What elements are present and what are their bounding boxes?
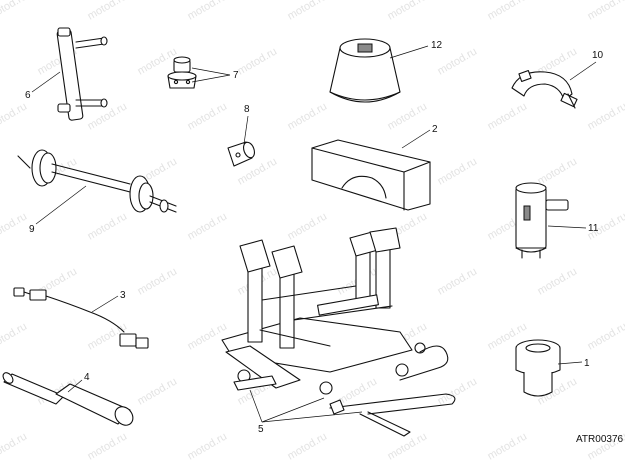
watermark-text: motod.ru (136, 265, 180, 297)
watermark-text: motod.ru (286, 100, 330, 132)
watermark-text: motod.ru (86, 100, 130, 132)
callout-2: 2 (432, 124, 438, 135)
callout-9: 9 (29, 224, 35, 235)
watermark-text: motod.ru (236, 45, 280, 77)
part-5-illustration (221, 227, 456, 437)
part-3-illustration (13, 287, 149, 349)
callout-1: 1 (584, 358, 590, 369)
watermark-text: motod.ru (86, 430, 130, 462)
callout-5: 5 (258, 424, 264, 435)
watermark-text: motod.ru (586, 320, 625, 352)
watermark-text: motod.ru (286, 430, 330, 462)
watermark-text: motod.ru (536, 265, 580, 297)
part-2-illustration (311, 139, 431, 211)
callout-7: 7 (233, 70, 239, 81)
watermark-text: motod.ru (0, 430, 29, 462)
part-11-illustration (515, 182, 569, 259)
callout-10: 10 (592, 50, 604, 61)
watermark-text: motod.ru (0, 210, 29, 242)
watermark-text: motod.ru (586, 100, 625, 132)
part-10-illustration (511, 69, 578, 109)
callout-6: 6 (25, 90, 31, 101)
watermark-text: motod.ru (186, 210, 230, 242)
watermark-text: motod.ru (386, 430, 430, 462)
figure-code: ATR00376 (576, 434, 624, 445)
watermark-text: motod.ru (0, 320, 29, 352)
part-7-illustration (167, 56, 197, 89)
part-4-illustration (2, 372, 134, 426)
callouts: 6 7 12 10 2 8 9 11 3 4 1 5 (25, 40, 604, 435)
watermark-text: motod.ru (186, 430, 230, 462)
watermark-text: motod.ru (136, 375, 180, 407)
watermark-text: motod.ru (0, 0, 29, 23)
watermark-text: motod.ru (186, 100, 230, 132)
watermark-text: motod.ru (286, 0, 330, 23)
watermark-text: motod.ru (0, 100, 29, 132)
watermark-text: motod.ru (436, 155, 480, 187)
part-8-illustration (227, 141, 255, 167)
callout-12: 12 (431, 40, 443, 51)
leader-lines (31, 45, 597, 423)
callout-11: 11 (588, 223, 599, 234)
callout-4: 4 (84, 372, 90, 383)
part-1-illustration (515, 339, 561, 397)
watermark-text: motod.ru (386, 100, 430, 132)
watermark-text: motod.ru (486, 430, 530, 462)
callout-3: 3 (120, 290, 126, 301)
watermark-text: motod.ru (86, 0, 130, 23)
part-12-illustration (329, 38, 401, 103)
watermark-text: motod.ru (86, 210, 130, 242)
watermark-text: motod.ru (436, 375, 480, 407)
watermark-text: motod.ru (286, 210, 330, 242)
part-6-illustration (56, 27, 108, 121)
watermark-text: motod.ru (486, 100, 530, 132)
watermark-text: motod.ru (436, 265, 480, 297)
watermark-text: motod.ru (186, 0, 230, 23)
callout-8: 8 (244, 104, 250, 115)
watermark-text: motod.ru (586, 0, 625, 23)
part-9-illustration (17, 149, 177, 213)
watermark-text: motod.ru (536, 155, 580, 187)
watermark-text: motod.ru (186, 320, 230, 352)
watermark-text: motod.ru (386, 0, 430, 23)
watermark-text: motod.ru (486, 0, 530, 23)
